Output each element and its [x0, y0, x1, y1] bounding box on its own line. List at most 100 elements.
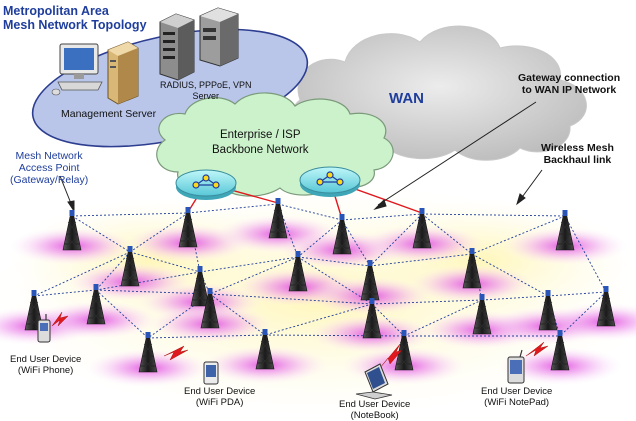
- mesh-tower-icon[interactable]: [394, 330, 414, 371]
- mesh-tower-icon[interactable]: [538, 290, 558, 331]
- backbone-label: Enterprise / ISP Backbone Network: [212, 128, 309, 158]
- backhaul-link-label-line2: Backhaul link: [543, 154, 612, 166]
- mesh-link: [547, 291, 607, 297]
- laptop-icon: [355, 363, 393, 400]
- device-label-line2: (WiFi Phone): [17, 365, 74, 376]
- mesh-link: [71, 215, 131, 253]
- mesh-tower-icon[interactable]: [360, 260, 380, 301]
- mesh-link: [369, 213, 423, 267]
- backbone-label-line1: Enterprise / ISP: [219, 129, 301, 141]
- monitor-icon: [57, 43, 103, 91]
- mesh-link: [297, 219, 343, 258]
- callout-arrows: [59, 101, 543, 213]
- mesh-tower-icon[interactable]: [288, 251, 308, 292]
- radius-server-label-line1: RADIUS, PPPoE, VPN: [160, 80, 252, 90]
- mesh-tower-icon[interactable]: [200, 288, 220, 329]
- mesh-link: [559, 291, 607, 337]
- backhaul-link-label: Wireless Mesh Backhaul link: [541, 142, 614, 166]
- device-label-wifi-phone: End User Device (WiFi Phone): [10, 354, 81, 376]
- diagram-title-line1: Metropolitan Area: [3, 4, 109, 18]
- mesh-tower-icon[interactable]: [462, 248, 482, 289]
- backbone-label-line2: Backbone Network: [212, 144, 309, 156]
- device-label-line1: End User Device: [481, 386, 553, 397]
- radius-server-rack[interactable]: [159, 7, 239, 81]
- mesh-link: [95, 251, 131, 291]
- diagram-title: Metropolitan Area Mesh Network Topology: [3, 4, 147, 32]
- gateway-connection-label-line1: Gateway connection: [518, 72, 621, 84]
- mesh-link: [71, 212, 189, 217]
- rack-server-icon: [159, 13, 195, 81]
- mesh-tower-icon[interactable]: [550, 330, 570, 371]
- backbone-router-left[interactable]: [175, 169, 237, 200]
- mesh-tower-icon[interactable]: [120, 246, 140, 287]
- access-point-label: Mesh Network Access Point (Gateway/Relay…: [10, 150, 88, 186]
- mesh-link: [341, 213, 423, 221]
- device-label-line2: (NoteBook): [350, 410, 399, 421]
- diagram-title-line2: Mesh Network Topology: [3, 18, 147, 32]
- device-wifi-notepad[interactable]: [507, 349, 525, 384]
- device-wifi-pda[interactable]: [203, 361, 219, 385]
- mesh-link: [371, 303, 405, 337]
- device-wireless-links: [51, 311, 549, 369]
- wan-label: WAN: [389, 90, 424, 107]
- mesh-link: [471, 215, 566, 255]
- device-notebook[interactable]: [355, 363, 393, 400]
- radius-server-label-line2: Server: [192, 91, 220, 101]
- mesh-link: [187, 203, 279, 214]
- mesh-link: [471, 253, 549, 297]
- backbone-router-right[interactable]: [299, 166, 361, 197]
- mesh-link: [264, 334, 405, 337]
- access-point-label-line2: Access Point: [18, 162, 80, 174]
- mesh-link: [95, 271, 201, 291]
- mesh-tower-icon[interactable]: [255, 329, 275, 370]
- mesh-tower-icon[interactable]: [62, 210, 82, 251]
- access-point-label-line1: Mesh Network: [15, 150, 83, 162]
- mesh-tower-icon[interactable]: [362, 298, 382, 339]
- gateway-connection-label-line2: to WAN IP Network: [521, 84, 617, 96]
- device-label-wifi-pda: End User Device (WiFi PDA): [184, 386, 255, 408]
- network-node-icon: [316, 171, 344, 186]
- mesh-tower-icon[interactable]: [86, 284, 106, 325]
- server-tower-icon: [199, 7, 239, 67]
- mesh-link: [297, 256, 371, 267]
- coverage-zone: [544, 303, 636, 341]
- mesh-link: [481, 295, 549, 301]
- device-label-line2: (WiFi NotePad): [484, 397, 550, 408]
- device-label-line1: End User Device: [339, 399, 411, 410]
- mesh-link: [341, 219, 371, 267]
- lightning-bolt-icon: [379, 343, 403, 369]
- mesh-tower-icon[interactable]: [178, 207, 198, 248]
- device-label-line1: End User Device: [184, 386, 256, 397]
- mesh-tower-icon[interactable]: [268, 198, 288, 239]
- device-wifi-phone[interactable]: [37, 314, 51, 343]
- mesh-tower-icon[interactable]: [555, 210, 575, 251]
- management-server-computer[interactable]: [51, 41, 139, 105]
- device-label-line1: End User Device: [10, 354, 82, 365]
- tablet-icon: [507, 349, 525, 384]
- mesh-link: [209, 293, 266, 336]
- mesh-link: [147, 334, 266, 339]
- mesh-link: [369, 253, 473, 267]
- mouse-icon: [51, 88, 61, 96]
- gateway-connection-label: Gateway connection to WAN IP Network: [518, 72, 620, 96]
- access-point-label-line3: (Gateway/Relay): [10, 174, 89, 186]
- server-tower-icon: [107, 41, 139, 105]
- lightning-bolt-icon: [163, 345, 189, 361]
- mesh-tower-icon[interactable]: [472, 294, 492, 335]
- mesh-tower-icon[interactable]: [412, 208, 432, 249]
- mesh-link: [33, 251, 131, 297]
- mesh-link: [277, 203, 343, 221]
- mesh-tower-icon[interactable]: [138, 332, 158, 373]
- mesh-link: [95, 289, 211, 295]
- mesh-link: [264, 303, 373, 336]
- pda-icon: [203, 361, 219, 385]
- mesh-link: [129, 251, 201, 273]
- mesh-tower-icon[interactable]: [332, 214, 352, 255]
- mesh-link: [209, 293, 373, 305]
- management-server-label: Management Server: [61, 108, 157, 120]
- mesh-tower-icon[interactable]: [596, 286, 616, 327]
- device-label-notebook: End User Device (NoteBook): [339, 399, 410, 421]
- mesh-link: [199, 256, 299, 273]
- lightning-bolt-icon: [51, 311, 69, 327]
